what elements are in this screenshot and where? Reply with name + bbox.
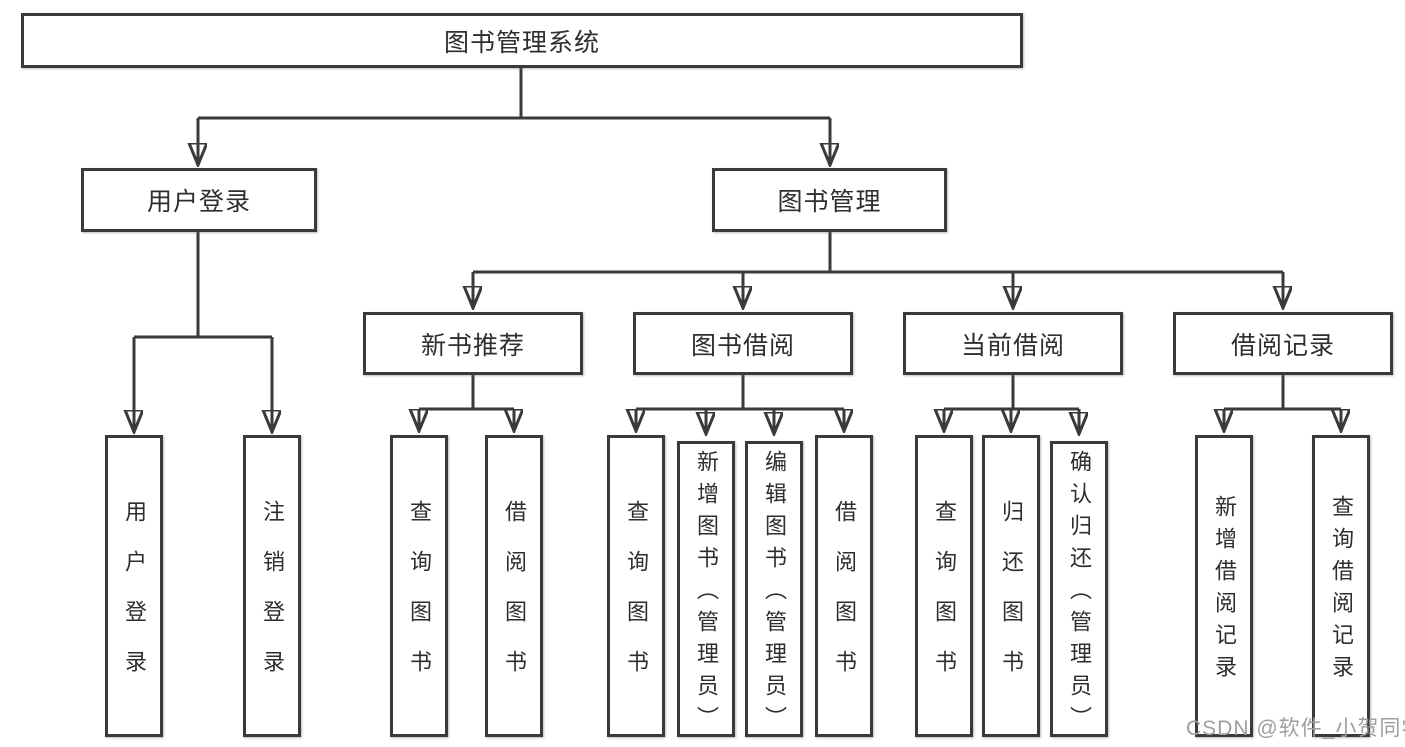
leaf-br-add-record: 新增借阅记录 — [1195, 435, 1253, 737]
leaf-user-login-label: 用户登录 — [122, 500, 147, 700]
csdn-watermark: CSDN @软件_小贺同学 — [1186, 717, 1405, 740]
node-borrow-records: 借阅记录 — [1173, 312, 1393, 375]
node-library-system: 图书管理系统 — [21, 13, 1023, 68]
leaf-bb-edit-books-admin-label: 编辑图书（管理员） — [762, 450, 787, 738]
leaf-cb-query-books-label: 查询图书 — [932, 500, 957, 700]
node-book-borrow: 图书借阅 — [633, 312, 853, 375]
leaf-bb-add-books-admin-label: 新增图书（管理员） — [694, 450, 719, 738]
leaf-bb-add-books-admin: 新增图书（管理员） — [677, 441, 735, 738]
leaf-br-query-record: 查询借阅记录 — [1312, 435, 1370, 737]
leaf-nb-query-books-label: 查询图书 — [407, 500, 432, 700]
leaf-logout: 注销登录 — [243, 435, 301, 737]
leaf-nb-borrow-books: 借阅图书 — [485, 435, 543, 737]
node-current-borrow: 当前借阅 — [903, 312, 1123, 375]
leaf-user-login: 用户登录 — [105, 435, 163, 737]
node-user-login: 用户登录 — [81, 168, 317, 232]
leaf-cb-confirm-return-admin: 确认归还（管理员） — [1050, 441, 1108, 738]
leaf-cb-return-books: 归还图书 — [982, 435, 1040, 737]
leaf-nb-query-books: 查询图书 — [390, 435, 448, 737]
leaf-nb-borrow-books-label: 借阅图书 — [502, 500, 527, 700]
leaf-br-query-record-label: 查询借阅记录 — [1329, 495, 1354, 687]
leaf-cb-query-books: 查询图书 — [915, 435, 973, 737]
leaf-bb-query-books-label: 查询图书 — [624, 500, 649, 700]
leaf-cb-confirm-return-admin-label: 确认归还（管理员） — [1067, 450, 1092, 738]
leaf-bb-borrow-books-label: 借阅图书 — [832, 500, 857, 700]
leaf-bb-borrow-books: 借阅图书 — [815, 435, 873, 737]
leaf-bb-edit-books-admin: 编辑图书（管理员） — [745, 441, 803, 738]
leaf-bb-query-books: 查询图书 — [607, 435, 665, 737]
leaf-logout-label: 注销登录 — [260, 500, 285, 700]
node-new-book-recommend: 新书推荐 — [363, 312, 583, 375]
leaf-cb-return-books-label: 归还图书 — [999, 500, 1024, 700]
leaf-br-add-record-label: 新增借阅记录 — [1212, 495, 1237, 687]
node-book-management: 图书管理 — [712, 168, 947, 232]
